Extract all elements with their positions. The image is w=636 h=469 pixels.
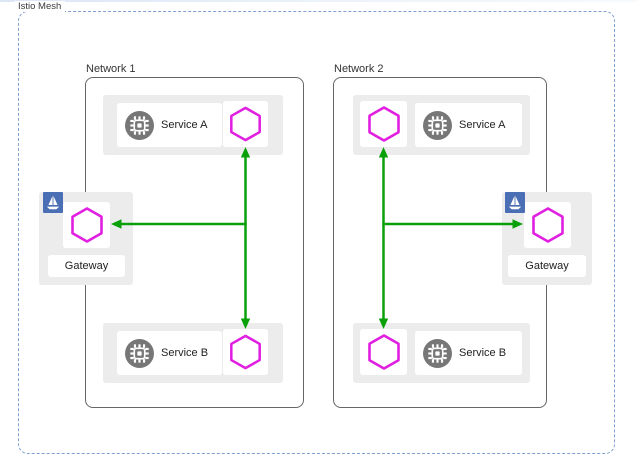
network1-service-b-label: Service B <box>161 347 209 359</box>
microchip-icon <box>423 338 452 368</box>
network1-gateway-label-card: Gateway <box>48 255 125 277</box>
network2-service-a-proxy-card <box>360 101 407 147</box>
istio-sailboat-icon <box>505 192 525 218</box>
network1-service-b-proxy-card <box>223 329 268 375</box>
network2-service-b-card: Service B <box>415 331 522 375</box>
network2-label: Network 2 <box>334 63 384 75</box>
istio-mesh-boundary <box>18 11 615 454</box>
network2-gateway-proxy-card <box>524 202 571 248</box>
microchip-icon <box>125 110 154 140</box>
network1-gateway-label: Gateway <box>64 260 109 272</box>
network2-service-a-card: Service A <box>415 103 522 147</box>
microchip-icon <box>125 338 154 368</box>
network2-service-a-label: Service A <box>459 119 506 131</box>
network1-service-a-proxy-card <box>223 101 268 147</box>
network1-label: Network 1 <box>86 63 136 75</box>
istio-mesh-label: Istio Mesh <box>14 1 66 12</box>
network2-service-b-proxy-card <box>360 329 407 375</box>
envoy-hexagon-icon <box>531 207 564 243</box>
window-edge-strip <box>0 0 636 2</box>
istio-sailboat-icon <box>43 192 63 218</box>
network2-service-b-label: Service B <box>459 347 507 359</box>
envoy-hexagon-icon <box>70 207 103 243</box>
network2-gateway-label-card: Gateway <box>508 255 586 277</box>
envoy-hexagon-icon <box>230 106 261 142</box>
network1-gateway-proxy-card <box>63 202 110 248</box>
network1-service-a-card: Service A <box>117 103 222 147</box>
microchip-icon <box>423 110 452 140</box>
network1-service-a-label: Service A <box>161 119 208 131</box>
envoy-hexagon-icon <box>230 334 261 370</box>
network1-service-b-card: Service B <box>117 331 222 375</box>
network2-gateway-label: Gateway <box>525 260 569 272</box>
envoy-hexagon-icon <box>367 334 400 370</box>
envoy-hexagon-icon <box>367 106 400 142</box>
